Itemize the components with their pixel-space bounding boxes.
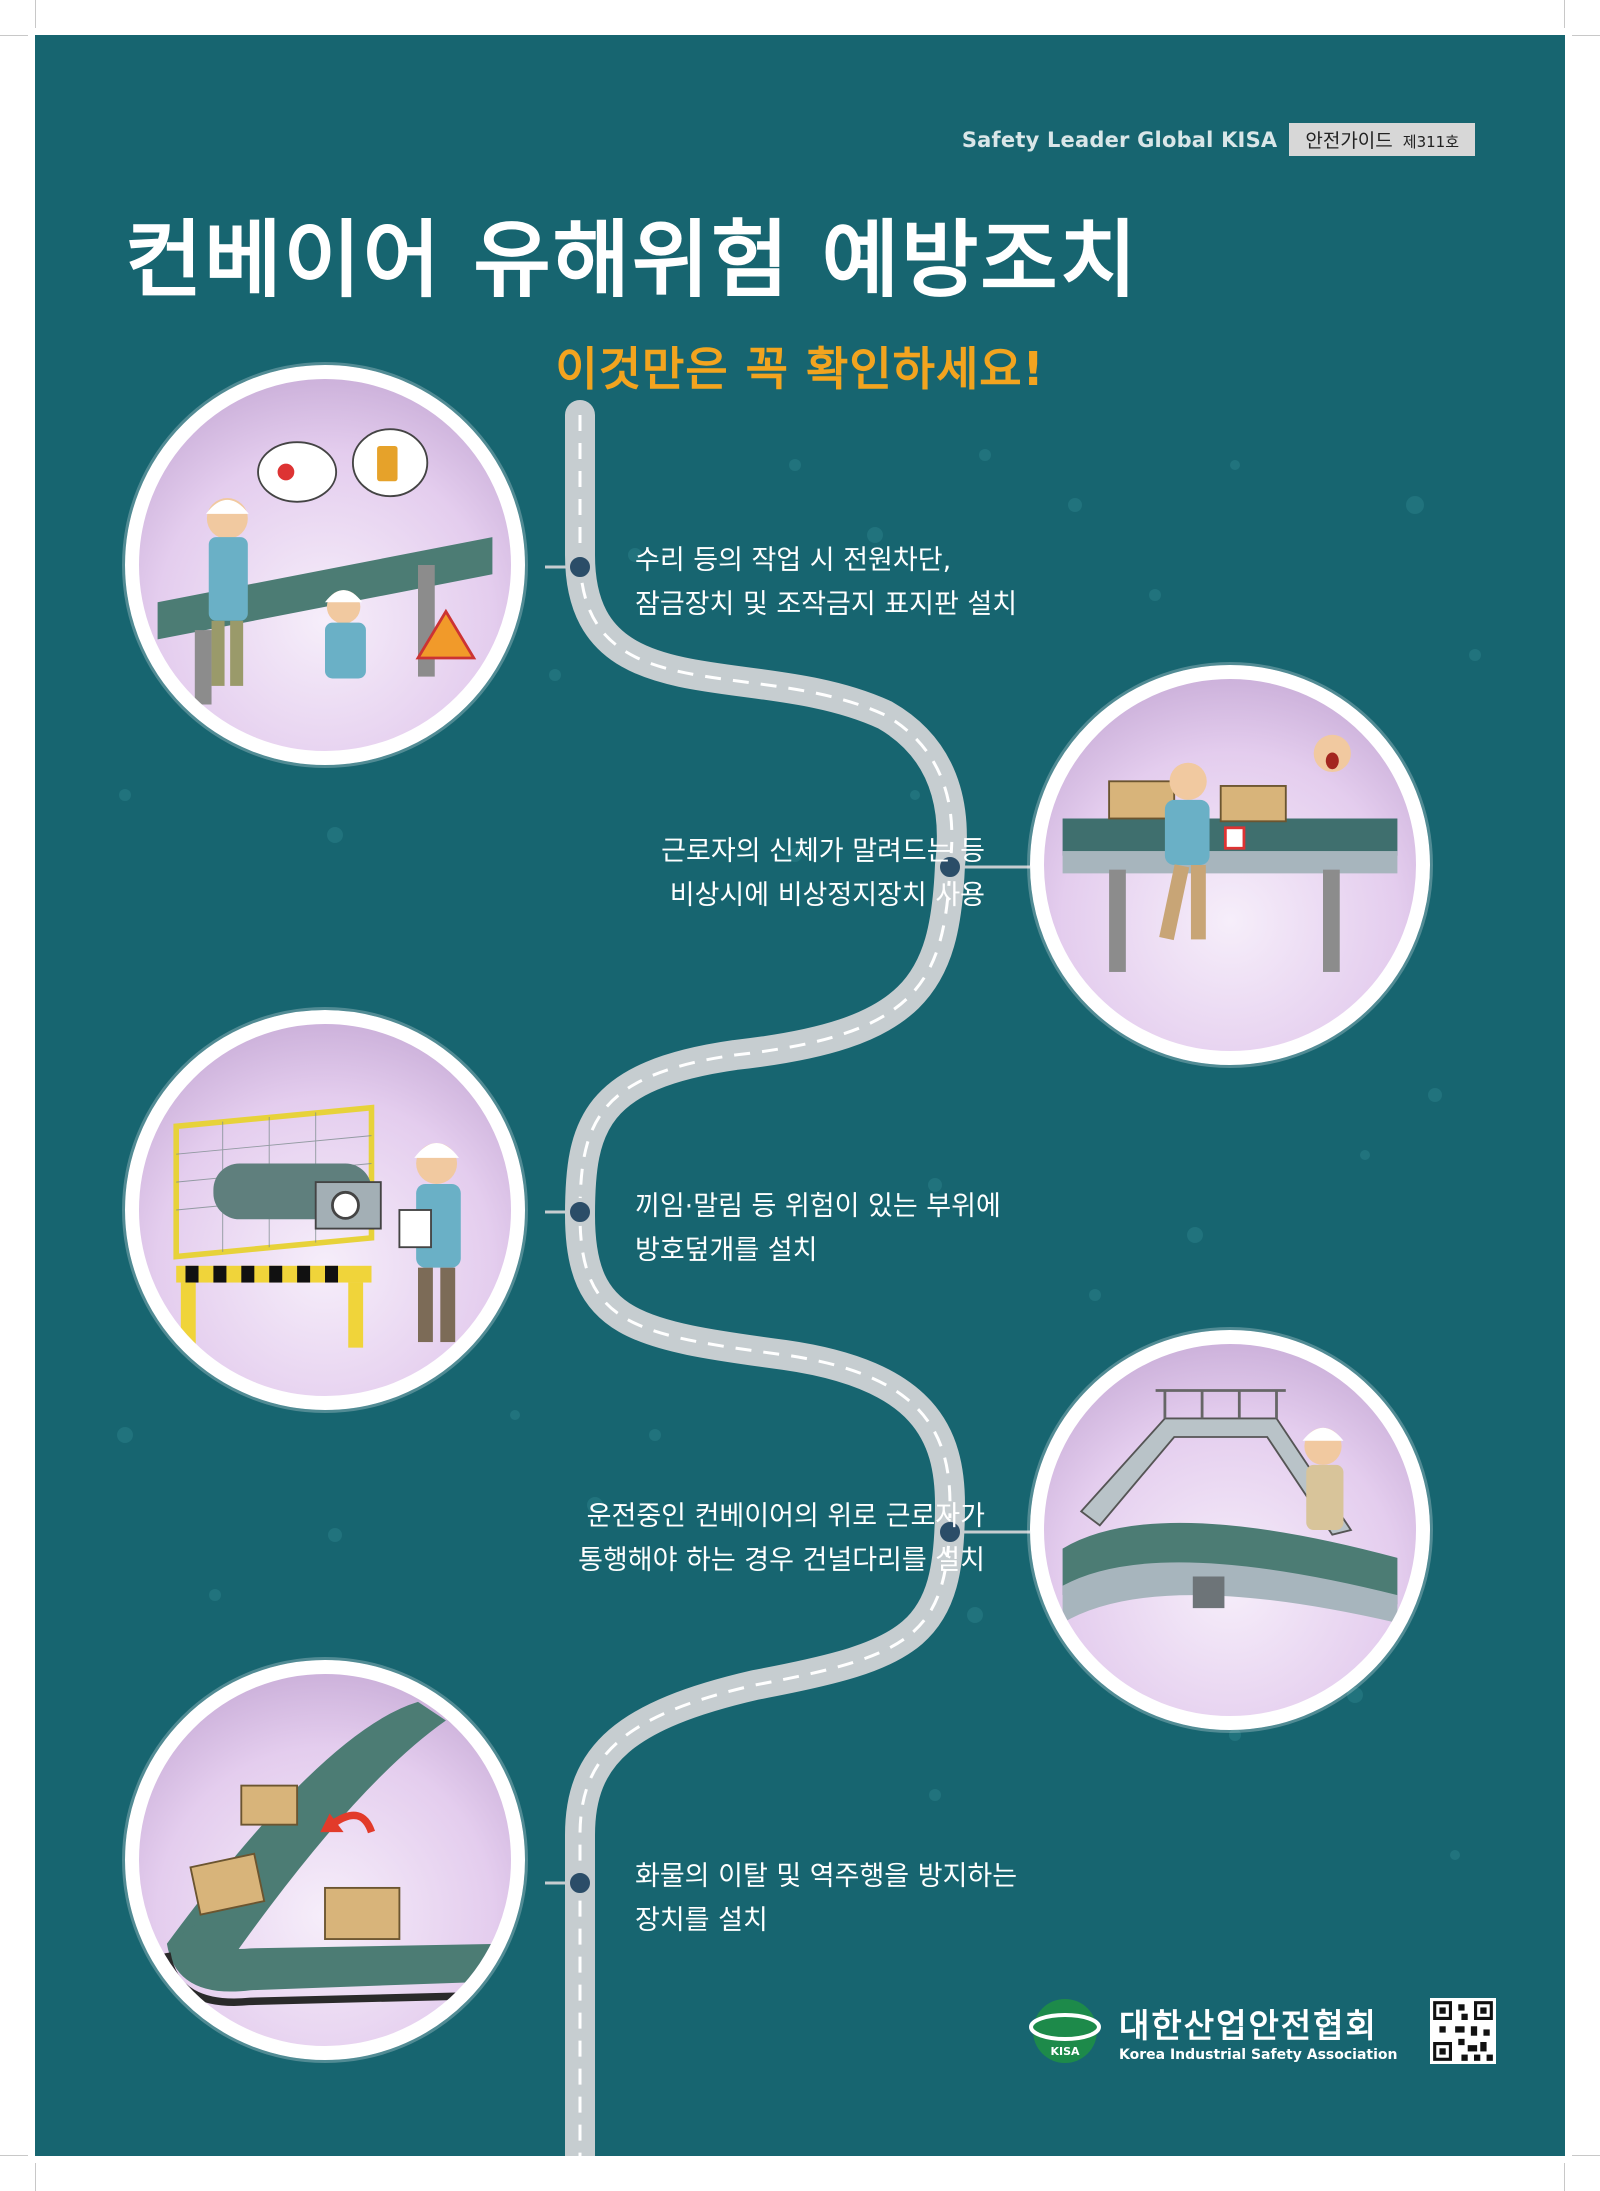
page-subtitle: 이것만은 꼭 확인하세요! (555, 342, 1045, 396)
step-4-line-1: 운전중인 컨베이어의 위로 근로자가 (586, 1501, 985, 1532)
step-node (566, 553, 594, 581)
step-3-line-1: 끼임·말림 등 위험이 있는 부위에 (635, 1191, 1001, 1222)
step-node (936, 853, 964, 881)
footer: KISA 대한산업안전협회 Korea Industrial Safety As… (1025, 1991, 1496, 2071)
crop-mark (0, 35, 28, 36)
step-node (566, 1198, 594, 1226)
illustration-emergency-stop (1030, 665, 1430, 1065)
step-4-text: 운전중인 컨베이어의 위로 근로자가 통행해야 하는 경우 건널다리를 설치 (578, 1495, 985, 1583)
page-title: 컨베이어 유해위험 예방조치 (125, 211, 1139, 309)
step-1-text: 수리 등의 작업 시 전원차단, 잠금장치 및 조작금지 표지판 설치 (635, 539, 1017, 627)
issue-number: 제311호 (1402, 133, 1459, 151)
step-3-line-2: 방호덮개를 설치 (635, 1235, 818, 1266)
step-5-text: 화물의 이탈 및 역주행을 방지하는 장치를 설치 (635, 1855, 1017, 1943)
illustration-cargo-fall-prevention (125, 1660, 525, 2060)
crop-mark (35, 2163, 36, 2191)
step-1-line-2: 잠금장치 및 조작금지 표지판 설치 (635, 589, 1018, 620)
step-2-line-2: 비상시에 비상정지장치 사용 (669, 880, 985, 911)
illustration-guard-cover (125, 1010, 525, 1410)
crop-mark (1572, 35, 1600, 36)
crop-mark (1572, 2155, 1600, 2156)
org-tagline: Safety Leader Global KISA (961, 127, 1278, 152)
background-dots (117, 449, 1481, 1860)
crop-mark (35, 0, 36, 28)
winding-road (117, 400, 1481, 2156)
step-5-line-1: 화물의 이탈 및 역주행을 방지하는 (635, 1861, 1018, 1892)
series-label: 안전가이드 (1305, 130, 1393, 152)
step-3-text: 끼임·말림 등 위험이 있는 부위에 방호덮개를 설치 (635, 1185, 1001, 1273)
step-4-line-2: 통행해야 하는 경우 건널다리를 설치 (578, 1545, 985, 1576)
org-name: 대한산업안전협회 (1119, 2006, 1378, 2045)
svg-text:KISA: KISA (1050, 2045, 1080, 2058)
illustration-crossover-bridge (1030, 1330, 1430, 1730)
safety-poster: Safety Leader Global KISA 안전가이드 제311호 컨베… (35, 35, 1565, 2156)
step-2-text: 근로자의 신체가 말려드는 등 비상시에 비상정지장치 사용 (661, 830, 985, 918)
step-2-line-1: 근로자의 신체가 말려드는 등 (661, 836, 985, 867)
illustration-power-lockout (125, 365, 525, 765)
step-1-line-1: 수리 등의 작업 시 전원차단, (635, 545, 952, 576)
crop-mark (1564, 0, 1565, 28)
crop-mark (0, 2155, 28, 2156)
header: Safety Leader Global KISA 안전가이드 제311호 (962, 123, 1475, 156)
step-node (936, 1518, 964, 1546)
org-name-english: Korea Industrial Safety Association (1119, 2047, 1398, 2063)
qr-code[interactable] (1429, 1998, 1496, 2064)
series-badge: 안전가이드 제311호 (1289, 123, 1475, 156)
crop-mark (1564, 2163, 1565, 2191)
step-node (566, 1869, 594, 1897)
kisa-logo: KISA (1029, 1999, 1101, 2063)
step-5-line-2: 장치를 설치 (635, 1905, 768, 1936)
